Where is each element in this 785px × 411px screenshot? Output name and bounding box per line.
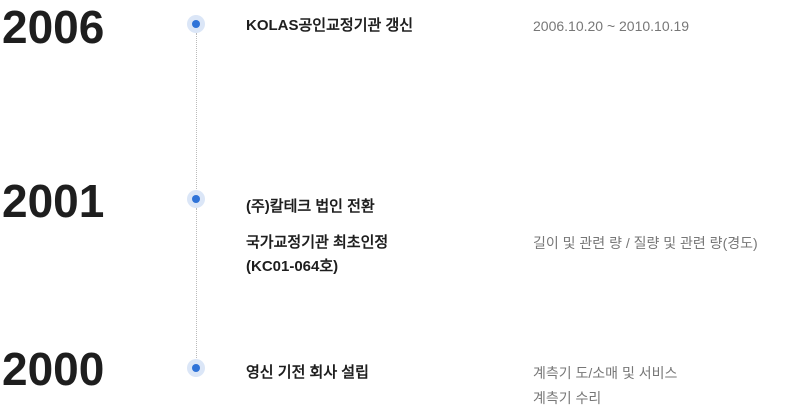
event-desc: 길이 및 관련 량 / 질량 및 관련 량(경도) <box>533 235 758 251</box>
year-2000: 2000 <box>2 343 105 395</box>
timeline-dot-icon <box>187 15 205 33</box>
timeline-dot-icon <box>187 359 205 377</box>
event-title: 국가교정기관 최초인정 <box>246 234 389 251</box>
event-title-sub: (KC01-064호) <box>246 258 339 275</box>
timeline-connector <box>196 33 197 191</box>
timeline-connector <box>196 208 197 360</box>
event-title: KOLAS공인교정기관 갱신 <box>246 17 414 34</box>
event-title: (주)칼테크 법인 전환 <box>246 198 375 215</box>
timeline-dot-icon <box>187 190 205 208</box>
year-2001: 2001 <box>2 175 105 227</box>
event-desc: 계측기 도/소매 및 서비스 <box>533 365 678 381</box>
year-2006: 2006 <box>2 1 105 53</box>
event-title: 영신 기전 회사 설립 <box>246 364 369 381</box>
event-desc: 계측기 수리 <box>533 390 602 406</box>
event-desc: 2006.10.20 ~ 2010.10.19 <box>533 18 690 34</box>
